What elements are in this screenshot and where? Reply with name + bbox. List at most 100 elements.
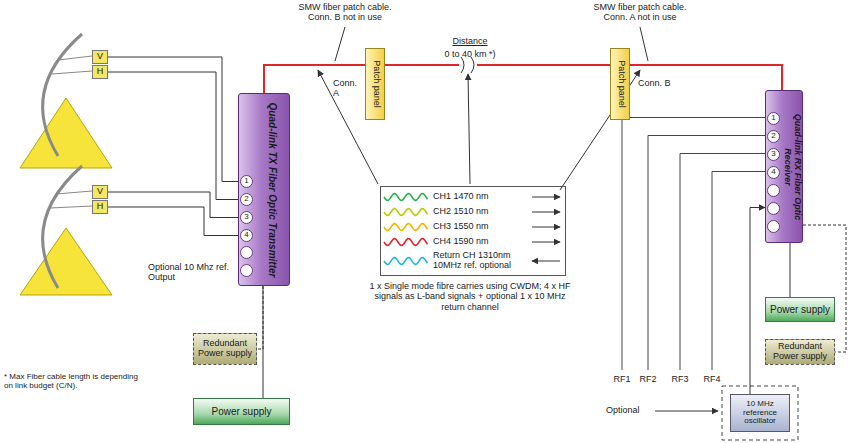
node-label: H <box>97 202 104 212</box>
port-number: 2 <box>244 195 248 204</box>
distance-value: 0 to 40 km *) <box>430 49 510 59</box>
rf-wire <box>648 136 765 371</box>
port-circle: 3 <box>767 148 780 161</box>
port-number: 4 <box>244 231 248 240</box>
patch-panel: Patch panel <box>610 48 630 120</box>
port-circle: 3 <box>240 211 253 224</box>
feed-arm <box>56 191 92 194</box>
dish-reflector <box>43 34 82 156</box>
port-circle: 1 <box>240 175 253 188</box>
channel-label: CH2 1510 nm <box>433 207 489 217</box>
antenna-bottom <box>20 166 112 295</box>
port-number: 3 <box>244 213 248 222</box>
fiber-break <box>471 57 474 73</box>
node-label: Quad-link RX Fiber Optic Receiver <box>782 95 802 238</box>
reference-oscillator: 10 MHz reference oscillator <box>730 394 790 432</box>
node-label: V <box>97 187 103 197</box>
signal-wire <box>790 243 791 297</box>
footnote: * Max Fiber cable length is depending on… <box>4 372 144 390</box>
antenna-mast <box>20 228 112 295</box>
direction-arrow <box>532 227 560 228</box>
signal-name: RF3 <box>668 374 692 384</box>
port-circle <box>240 264 253 277</box>
receiver-box: Quad-link RX Fiber Optic Receiver 1 2 3 4 <box>765 90 803 243</box>
connector-label: Conn. B <box>638 78 674 88</box>
channel-label: Return CH 1310nm 10MHz ref. optional <box>433 251 525 271</box>
feed-box: H <box>92 200 108 214</box>
wave-line <box>384 258 428 265</box>
node-label: Redundant Power supply <box>196 339 254 359</box>
rf-wire <box>680 154 765 371</box>
pointer-arrow <box>655 411 718 412</box>
wavelength-waves <box>384 194 428 265</box>
node-label: Patch panel <box>616 53 626 115</box>
rf-wire <box>712 172 765 371</box>
fiber-break <box>461 57 464 73</box>
node-label: Power supply <box>211 406 271 417</box>
wave-line <box>384 224 428 231</box>
signal-wire <box>108 207 240 236</box>
cable-note: SMW fiber patch cable. Conn. A not in us… <box>585 2 695 23</box>
fiber-cable <box>630 65 782 90</box>
antenna-top <box>20 34 112 168</box>
port-circle: 4 <box>240 229 253 242</box>
channel-label: CH3 1550 nm <box>433 222 489 232</box>
port-circle <box>767 220 780 233</box>
feed-arm <box>50 206 92 208</box>
rf-wire <box>622 118 765 371</box>
distance-heading: Distance <box>440 36 500 46</box>
leader-line <box>640 27 648 61</box>
port-circle: 2 <box>767 130 780 143</box>
port-number: 1 <box>771 114 775 123</box>
pointer-arrow <box>468 74 470 184</box>
wave-line <box>384 194 428 201</box>
feed-arm <box>52 71 92 74</box>
redundant-power-supply: Redundant Power supply <box>765 339 835 365</box>
power-supply: Power supply <box>765 297 835 322</box>
direction-arrow <box>532 261 560 262</box>
signal-wire <box>750 208 765 395</box>
port-circle: 4 <box>767 166 780 179</box>
dish-reflector <box>43 166 82 288</box>
pointer-arrows <box>318 27 718 411</box>
feed-box: V <box>92 50 108 64</box>
signal-name: RF2 <box>636 374 660 384</box>
redundant-power-supply: Redundant Power supply <box>193 333 257 365</box>
signal-wire <box>108 192 240 218</box>
port-number: 4 <box>771 168 775 177</box>
channel-label: CH1 1470 nm <box>433 192 489 202</box>
feed-box: V <box>92 185 108 199</box>
node-label: Patch panel <box>371 53 381 115</box>
port-circle: 1 <box>767 112 780 125</box>
option-note: Optional <box>606 405 652 415</box>
node-label: V <box>97 52 103 62</box>
feed-box: H <box>92 65 108 79</box>
output-note: Optional 10 Mhz ref. Output <box>148 262 236 283</box>
patch-panel: Patch panel <box>365 48 385 120</box>
cable-note: SMW fiber patch cable. Conn. B not in us… <box>290 2 400 23</box>
channel-box: CH1 1470 nm CH2 1510 nm CH3 1550 nm CH4 159… <box>380 186 566 276</box>
node-label: H <box>97 67 104 77</box>
port-circle <box>240 246 253 259</box>
port-circle <box>767 202 780 215</box>
signal-name: RF1 <box>610 374 634 384</box>
transmitter-box: Quad-link TX Fiber Optic Transmitter1234 <box>238 93 290 286</box>
signal-wire <box>108 72 240 200</box>
node-label: Power supply <box>770 304 830 315</box>
port-number: 1 <box>244 177 248 186</box>
signal-wire <box>803 225 846 352</box>
fiber-note: 1 x Single mode fibre carries using CWDM… <box>362 281 578 312</box>
direction-arrow <box>532 212 560 213</box>
optional-outline <box>722 386 798 440</box>
fiber-cable <box>385 64 610 66</box>
direction-arrow <box>532 197 560 198</box>
port-circle: 2 <box>240 193 253 206</box>
signal-name: RF4 <box>700 374 724 384</box>
port-circle <box>767 184 780 197</box>
channel-label: CH4 1590 nm <box>433 237 489 247</box>
leader-line <box>335 27 345 61</box>
direction-arrow <box>532 242 560 243</box>
wave-line <box>384 209 428 216</box>
antenna-mast <box>20 98 112 168</box>
